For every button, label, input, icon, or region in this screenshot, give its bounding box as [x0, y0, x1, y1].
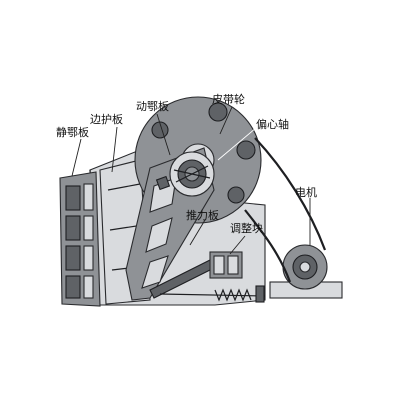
motor: [269, 244, 343, 299]
leader-lines: [71, 106, 311, 255]
labels: 静鄂板 边护板 动鄂板 皮带轮 偏心轴 推力板 调整块 电机: [56, 92, 317, 235]
drive-belt: [244, 137, 327, 283]
label-adjusting-block: 调整块: [230, 221, 263, 235]
label-motor: 电机: [295, 185, 317, 199]
label-side-guard-plate: 边护板: [90, 112, 123, 126]
label-pulley: 皮带轮: [212, 92, 245, 106]
eccentric-shaft: [169, 151, 215, 197]
tension-spring: [159, 285, 266, 303]
adjusting-block: [209, 251, 243, 279]
label-eccentric-shaft: 偏心轴: [256, 117, 289, 131]
label-toggle-plate: 推力板: [186, 208, 219, 222]
label-fixed-jaw-plate: 静鄂板: [56, 125, 89, 139]
fixed-jaw-plate: [59, 171, 101, 307]
label-movable-jaw-plate: 动鄂板: [136, 99, 169, 113]
